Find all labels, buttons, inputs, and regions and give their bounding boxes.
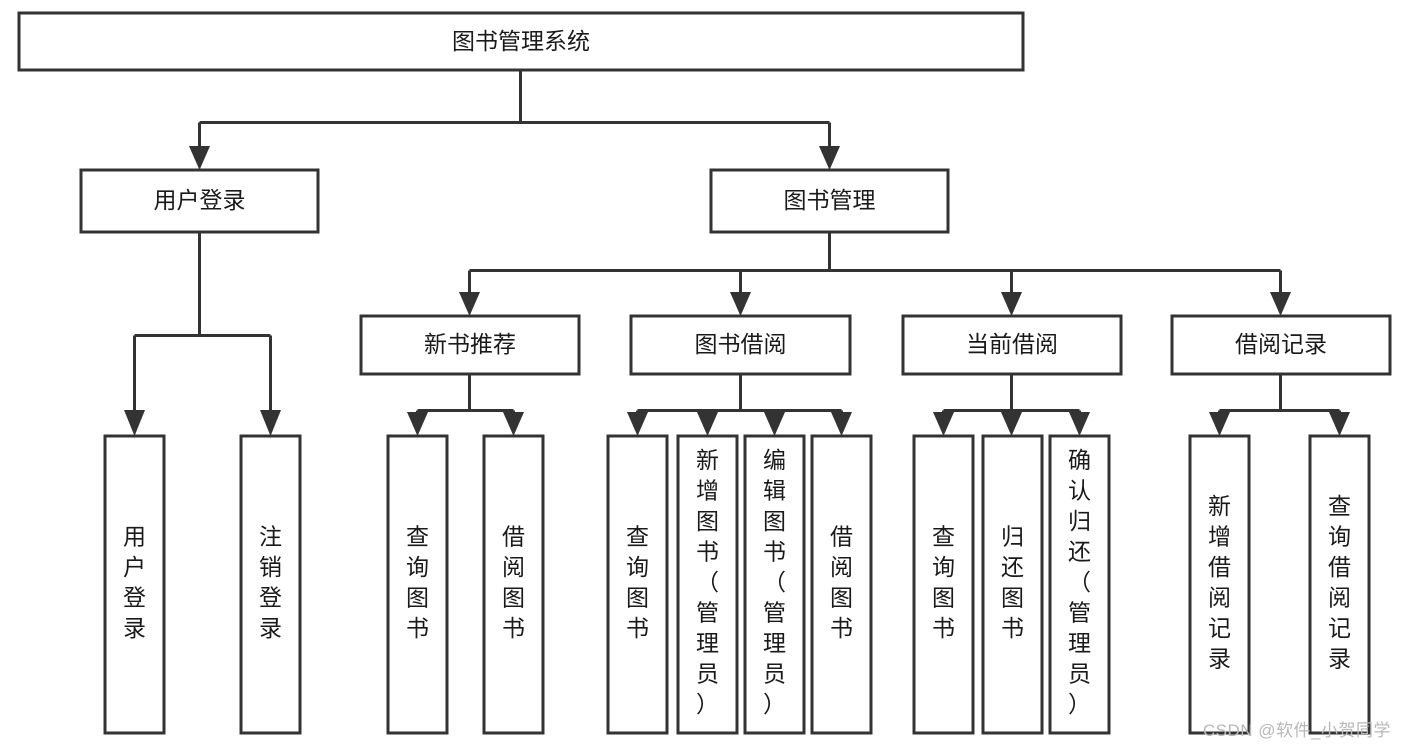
node-leaf-query-record-label: 查询借阅记录 bbox=[1328, 493, 1351, 672]
arrow-head-leaf-user-login bbox=[124, 410, 145, 436]
node-user-login[interactable]: 用户登录 bbox=[79, 168, 320, 234]
arrow-head-leaf-query-book-1 bbox=[407, 412, 428, 436]
node-leaf-add-book-label: 新增图书（管理员） bbox=[696, 447, 719, 717]
arrow-head-leaf-edit-book bbox=[764, 412, 785, 436]
node-leaf-query-record[interactable]: 查询借阅记录 bbox=[1308, 434, 1371, 735]
node-leaf-confirm-return-label: 确认归还（管理员） bbox=[1068, 447, 1091, 717]
node-leaf-add-record[interactable]: 新增借阅记录 bbox=[1188, 434, 1251, 735]
node-root-label: 图书管理系统 bbox=[452, 28, 590, 54]
node-leaf-add-record-label: 新增借阅记录 bbox=[1208, 493, 1231, 672]
arrow-head-leaf-add-record bbox=[1209, 412, 1230, 436]
node-leaf-query-book-2-label: 查询图书 bbox=[626, 523, 649, 641]
arrow-head-leaf-borrow-book-2 bbox=[831, 412, 852, 436]
node-user-login-label: 用户登录 bbox=[154, 187, 246, 213]
node-leaf-user-login-label: 用户登录 bbox=[123, 523, 146, 641]
node-current-borrow-label: 当前借阅 bbox=[966, 331, 1058, 357]
arrow-head-leaf-borrow-book-1 bbox=[503, 412, 524, 436]
node-leaf-logout[interactable]: 注销登录 bbox=[239, 434, 302, 735]
node-leaf-confirm-return[interactable]: 确认归还（管理员） bbox=[1048, 434, 1111, 735]
arrow-head-leaf-confirm-return bbox=[1069, 412, 1090, 436]
node-book-borrow[interactable]: 图书借阅 bbox=[629, 314, 852, 376]
node-leaf-query-book-1-label: 查询图书 bbox=[406, 523, 429, 641]
arrow-head-leaf-logout bbox=[260, 410, 281, 436]
arrow-head-leaf-return-book bbox=[1001, 412, 1022, 436]
node-borrow-record[interactable]: 借阅记录 bbox=[1170, 314, 1392, 376]
node-layer: 图书管理系统 用户登录 图书管理 新书推荐 图书借阅 当前 bbox=[17, 11, 1392, 735]
node-leaf-query-book-3[interactable]: 查询图书 bbox=[912, 434, 975, 735]
node-leaf-borrow-book-2[interactable]: 借阅图书 bbox=[810, 434, 873, 735]
node-leaf-add-book[interactable]: 新增图书（管理员） bbox=[676, 434, 739, 735]
arrow-head-leaf-query-record bbox=[1329, 412, 1350, 436]
arrow-head-book-manage bbox=[819, 146, 840, 170]
arrow-head-new-book-rec bbox=[459, 292, 480, 316]
arrow-head-borrow-record bbox=[1270, 292, 1291, 316]
node-book-manage-label: 图书管理 bbox=[784, 187, 876, 213]
node-leaf-borrow-book-1-label: 借阅图书 bbox=[502, 523, 525, 641]
node-leaf-query-book-3-label: 查询图书 bbox=[932, 523, 955, 641]
node-leaf-logout-label: 注销登录 bbox=[259, 523, 282, 641]
arrow-head-user-login bbox=[189, 146, 210, 170]
node-leaf-edit-book[interactable]: 编辑图书（管理员） bbox=[743, 434, 806, 735]
connector-layer bbox=[124, 70, 1350, 436]
arrow-head-leaf-query-book-2 bbox=[627, 412, 648, 436]
node-leaf-borrow-book-1[interactable]: 借阅图书 bbox=[482, 434, 545, 735]
node-leaf-query-book-2[interactable]: 查询图书 bbox=[606, 434, 669, 735]
node-borrow-record-label: 借阅记录 bbox=[1235, 331, 1327, 357]
arrow-head-current-borrow bbox=[1001, 292, 1022, 316]
node-leaf-query-book-1[interactable]: 查询图书 bbox=[386, 434, 449, 735]
node-new-book-rec-label: 新书推荐 bbox=[424, 331, 516, 357]
node-leaf-borrow-book-2-label: 借阅图书 bbox=[830, 523, 853, 641]
node-leaf-edit-book-label: 编辑图书（管理员） bbox=[763, 447, 786, 717]
node-leaf-user-login[interactable]: 用户登录 bbox=[103, 434, 166, 735]
node-book-borrow-label: 图书借阅 bbox=[695, 331, 787, 357]
node-new-book-rec[interactable]: 新书推荐 bbox=[359, 314, 581, 376]
node-leaf-return-book[interactable]: 归还图书 bbox=[981, 434, 1044, 735]
arrow-head-leaf-add-book bbox=[697, 412, 718, 436]
arrow-head-leaf-query-book-3 bbox=[933, 412, 954, 436]
arrow-head-book-borrow bbox=[730, 292, 751, 316]
node-current-borrow[interactable]: 当前借阅 bbox=[901, 314, 1123, 376]
node-leaf-return-book-label: 归还图书 bbox=[1001, 523, 1024, 641]
node-book-manage[interactable]: 图书管理 bbox=[709, 168, 950, 234]
node-root[interactable]: 图书管理系统 bbox=[17, 11, 1025, 72]
